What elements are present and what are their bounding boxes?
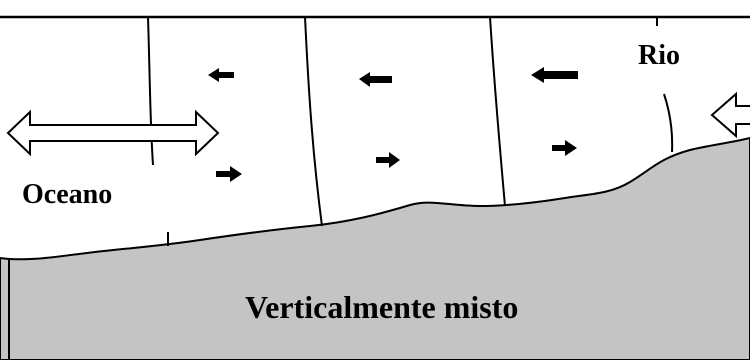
right-arrow-icon xyxy=(376,152,400,168)
left-arrow-icon xyxy=(208,68,234,82)
left-arrow-icon xyxy=(359,72,392,87)
seabed xyxy=(0,136,750,360)
ocean-label: Oceano xyxy=(22,179,112,210)
river-label: Rio xyxy=(638,40,680,71)
section-line-3 xyxy=(489,16,506,207)
section-line-4 xyxy=(656,17,674,153)
right-arrow-icon xyxy=(216,166,242,182)
double-arrow-icon xyxy=(6,109,220,157)
river-inflow-arrow-icon xyxy=(710,91,750,139)
bottom-label: Verticalmente misto xyxy=(245,289,518,325)
section-line-1 xyxy=(147,16,169,246)
left-arrow-icon xyxy=(531,67,578,83)
right-arrow-icon xyxy=(552,140,577,156)
section-line-2 xyxy=(304,16,323,227)
